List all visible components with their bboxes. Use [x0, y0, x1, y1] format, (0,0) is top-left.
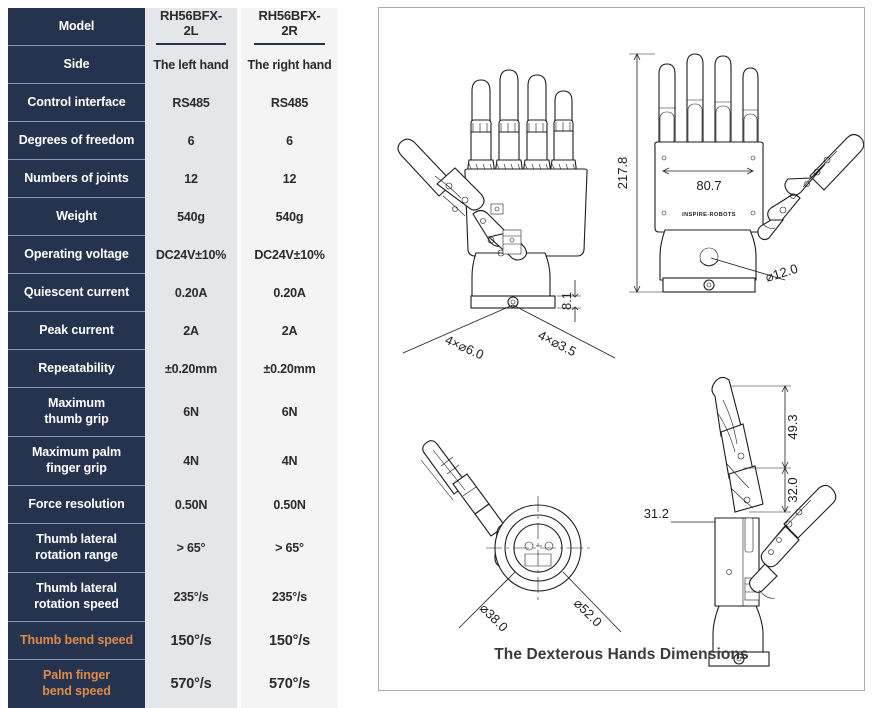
spec-row-label: Thumb bend speed	[8, 622, 145, 660]
spec-value-right-hand: 570°/s	[239, 660, 338, 708]
dim-label-inner-dia: ⌀38.0	[477, 601, 511, 635]
spec-value-left-hand: 570°/s	[145, 660, 239, 708]
dim-label-holes-small: 4×⌀3.5	[536, 327, 579, 359]
spec-value-left-hand: The left hand	[145, 46, 239, 84]
spec-value-right-hand: 0.50N	[239, 486, 338, 524]
dim-label-finger-upper: 49.3	[785, 414, 800, 439]
spec-row-label: Operating voltage	[8, 236, 145, 274]
spec-value-right-hand: ±0.20mm	[239, 350, 338, 388]
spec-value-left-hand: RH56BFX-2L	[145, 8, 239, 46]
spec-value-left-hand: 540g	[145, 198, 239, 236]
spec-value-right-hand: 6N	[239, 388, 338, 437]
dim-label-outer-dia: ⌀52.0	[571, 596, 605, 630]
spec-value-right-hand: 12	[239, 160, 338, 198]
dim-label-finger-lower: 32.0	[785, 477, 800, 502]
spec-value-right-hand: > 65°	[239, 524, 338, 573]
model-name-right: RH56BFX-2R	[254, 8, 326, 45]
spec-value-left-hand: DC24V±10%	[145, 236, 239, 274]
spec-row: Repeatability±0.20mm±0.20mm	[8, 350, 338, 388]
spec-row-label: Side	[8, 46, 145, 84]
spec-row-label: Repeatability	[8, 350, 145, 388]
spec-value-left-hand: 6	[145, 122, 239, 160]
spec-row-label: Model	[8, 8, 145, 46]
dim-label-width: 80.7	[696, 178, 721, 193]
spec-value-left-hand: 150°/s	[145, 622, 239, 660]
spec-value-right-hand: 2A	[239, 312, 338, 350]
spec-value-left-hand: > 65°	[145, 524, 239, 573]
spec-value-right-hand: 0.20A	[239, 274, 338, 312]
dim-8-1: 8.1	[557, 280, 581, 322]
model-name-left: RH56BFX-2L	[156, 8, 226, 45]
brand-label: INSPIRE-ROBOTS	[682, 212, 736, 218]
spec-value-left-hand: 6N	[145, 388, 239, 437]
spec-value-right-hand: The right hand	[239, 46, 338, 84]
view-side: 49.3 32.0 31.2	[644, 377, 836, 666]
dim-label-thickness: 8.1	[559, 292, 574, 310]
spec-value-right-hand: 150°/s	[239, 622, 338, 660]
spec-row: Model RH56BFX-2L RH56BFX-2R	[8, 8, 338, 46]
spec-value-left-hand: 12	[145, 160, 239, 198]
spec-value-left-hand: 0.20A	[145, 274, 239, 312]
spec-value-left-hand: ±0.20mm	[145, 350, 239, 388]
spec-value-right-hand: 4N	[239, 437, 338, 486]
spec-row-label: Force resolution	[8, 486, 145, 524]
dim-label-holes-big: 4×⌀6.0	[443, 332, 486, 362]
dimensions-drawing: 8.1 4×⌀6.0 4×⌀3.5	[379, 8, 864, 690]
spec-row-label: Quiescent current	[8, 274, 145, 312]
spec-value-left-hand: 235°/s	[145, 573, 239, 622]
spec-value-left-hand: 2A	[145, 312, 239, 350]
spec-value-right-hand: 540g	[239, 198, 338, 236]
dim-31-2: 31.2	[644, 506, 715, 522]
spec-value-right-hand: DC24V±10%	[239, 236, 338, 274]
spec-row-label: Control interface	[8, 84, 145, 122]
spec-value-left-hand: 4N	[145, 437, 239, 486]
view-back-front: 217.8 80.7 INSPIRE-ROBOTS ⌀12.0	[615, 54, 864, 292]
spec-row-label: Numbers of joints	[8, 160, 145, 198]
view-palm-front: 8.1 4×⌀6.0 4×⌀3.5	[398, 70, 615, 362]
drawing-caption: The Dexterous Hands Dimensions	[379, 646, 864, 664]
spec-value-right-hand: RS485	[239, 84, 338, 122]
dim-hole-callouts: 4×⌀6.0 4×⌀3.5	[403, 305, 615, 362]
view-top: ⌀38.0 ⌀52.0	[421, 441, 621, 635]
spec-value-left-hand: 0.50N	[145, 486, 239, 524]
spec-row-label: Weight	[8, 198, 145, 236]
dim-label-hole: ⌀12.0	[763, 261, 799, 285]
dim-label-wrist-offset: 31.2	[644, 506, 669, 521]
spec-value-left-hand: RS485	[145, 84, 239, 122]
dim-label-height: 217.8	[615, 157, 630, 190]
spec-value-right-hand: 235°/s	[239, 573, 338, 622]
spec-row-label: Peak current	[8, 312, 145, 350]
spec-value-right-hand: 6	[239, 122, 338, 160]
spec-value-right-hand: RH56BFX-2R	[239, 8, 338, 46]
spec-row-label: Degrees of freedom	[8, 122, 145, 160]
dimensions-drawing-panel: 8.1 4×⌀6.0 4×⌀3.5	[378, 7, 865, 691]
